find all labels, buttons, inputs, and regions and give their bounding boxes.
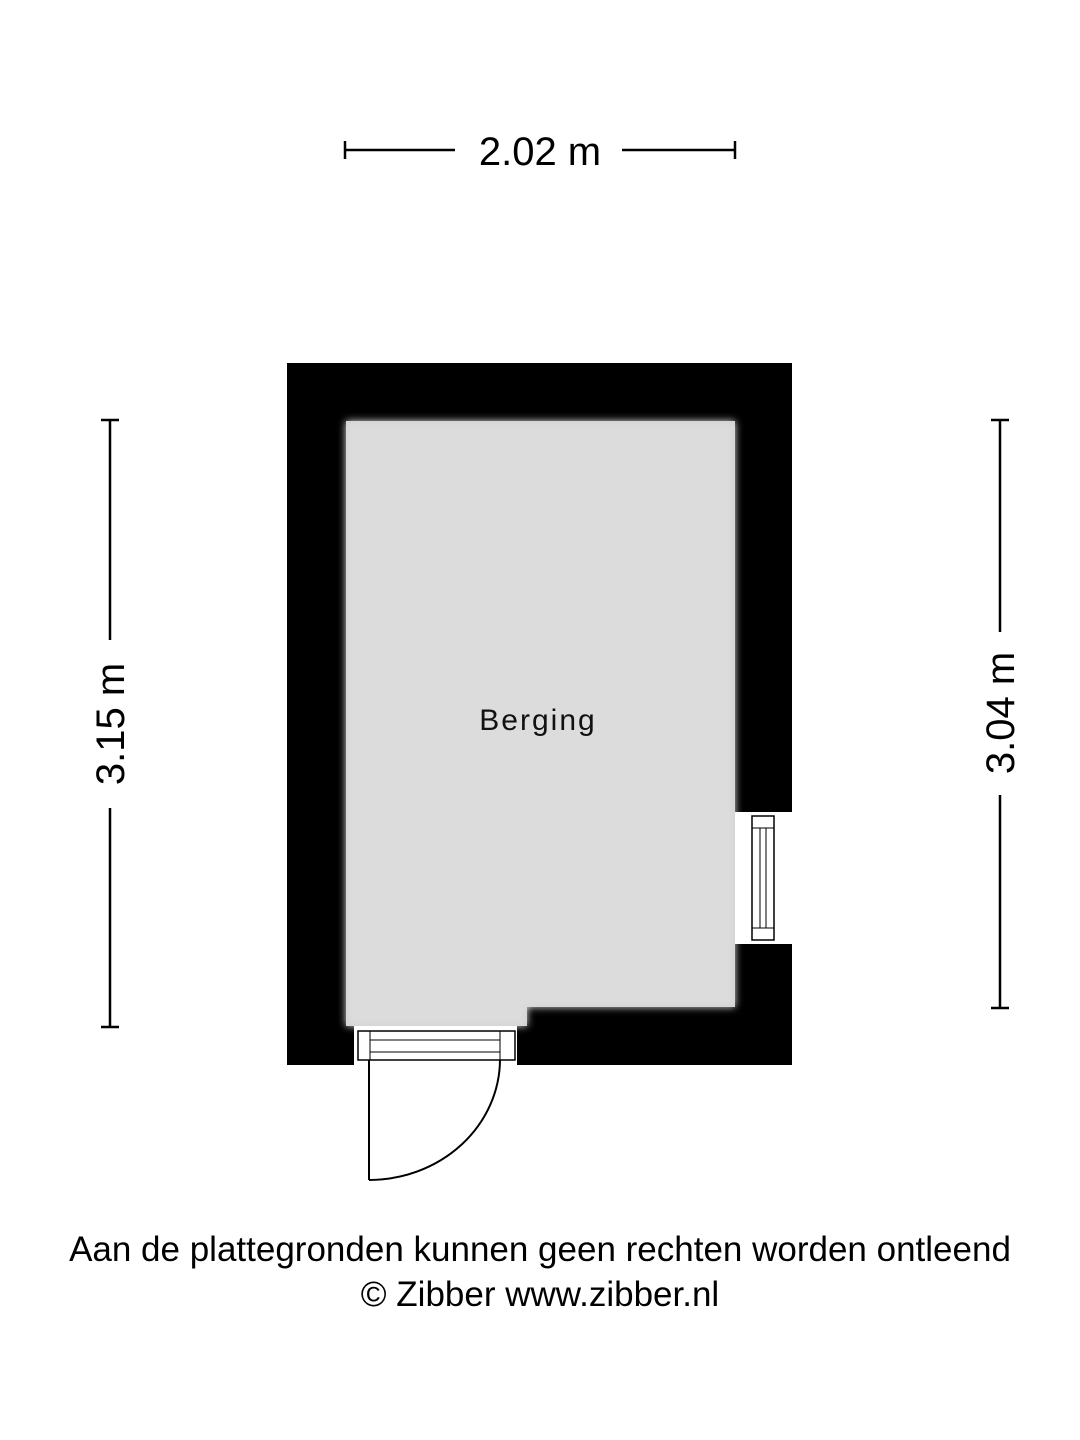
right-height-dimension: 3.04 m <box>979 418 1023 1010</box>
left-height-dimension-label: 3.15 m <box>89 663 133 785</box>
door <box>354 1026 517 1181</box>
copyright-text: © Zibber www.zibber.nl <box>360 1275 720 1314</box>
room-label: Berging <box>479 704 596 737</box>
door-swing-arc <box>368 1059 501 1181</box>
room-floor <box>346 421 735 1026</box>
width-dimension-label: 2.02 m <box>479 130 601 174</box>
right-height-dimension-label: 3.04 m <box>979 652 1023 774</box>
left-height-dimension: 3.15 m <box>89 418 133 1029</box>
width-dimension: 2.02 m <box>343 130 737 174</box>
disclaimer-text: Aan de plattegronden kunnen geen rechten… <box>69 1230 1011 1269</box>
window <box>735 812 792 944</box>
